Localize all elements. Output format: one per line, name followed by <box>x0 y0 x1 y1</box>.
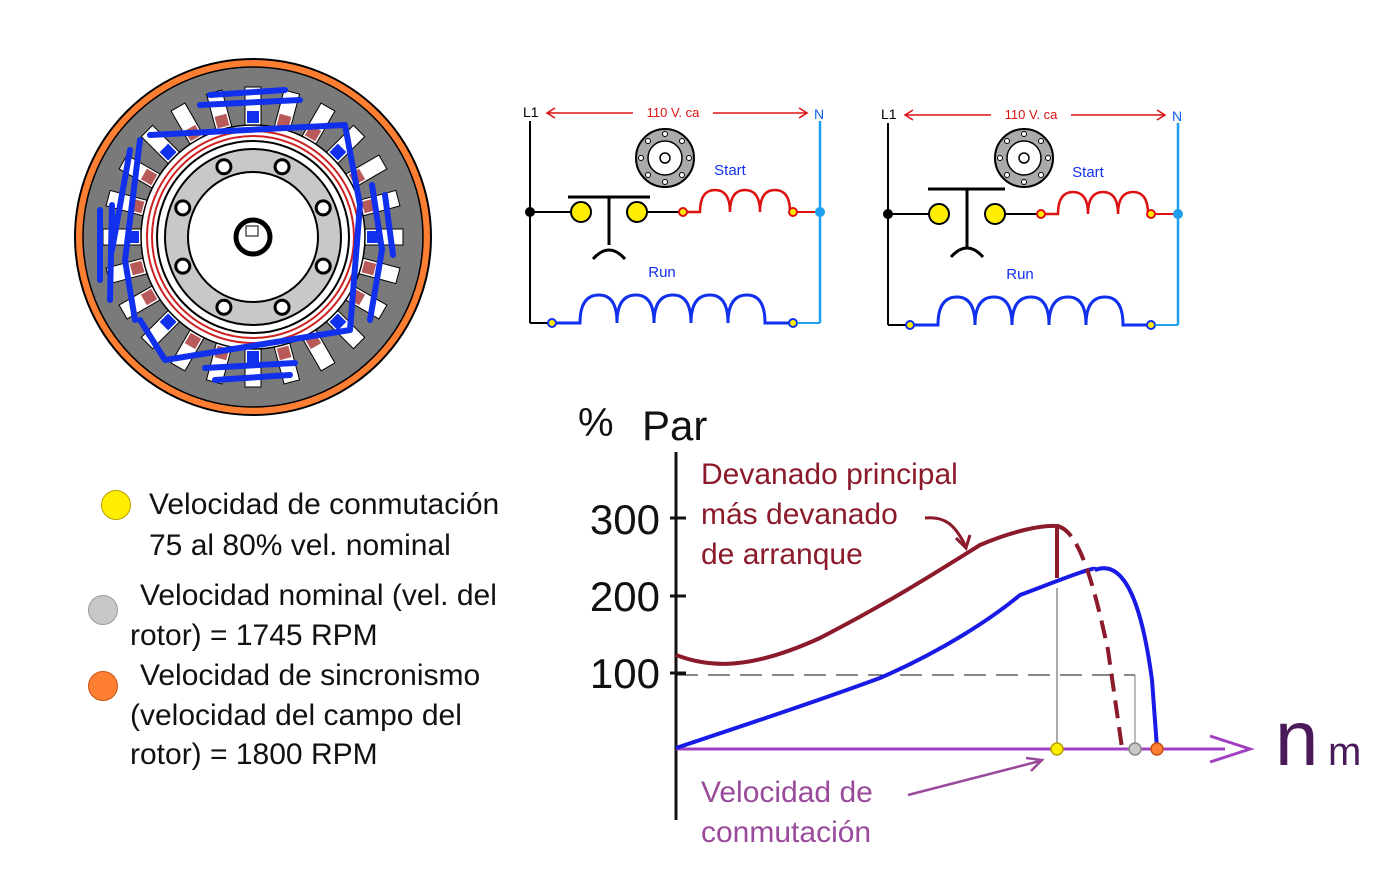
capacitor-start-circuit-1: L1 N 110 V. ca Start Run <box>523 103 825 328</box>
rotor-bolt <box>174 199 192 217</box>
rotor-bolt <box>215 298 233 316</box>
annotation-arrow-bottom <box>907 759 1041 797</box>
rotor-bolt <box>314 257 332 275</box>
legend-sync-line1: Velocidad de sincronismo <box>140 659 481 692</box>
rotor-bolt <box>215 158 233 176</box>
voltage-label: 110 V. ca <box>647 105 701 120</box>
start-label: Start <box>1072 164 1105 181</box>
annotation-main-plus-start-3: de arranque <box>701 538 863 571</box>
legend-nominal-line1: Velocidad nominal (vel. del <box>140 579 497 612</box>
stator-slot <box>118 285 161 320</box>
switching-speed-dot <box>101 490 131 520</box>
y-tick-label-200: 200 <box>590 573 660 620</box>
nominal-speed-dot <box>88 595 118 625</box>
nominal-speed-marker <box>1128 742 1142 756</box>
n-label: N <box>1172 108 1182 124</box>
annotation-switching-2: conmutación <box>701 816 871 849</box>
capacitor-start-circuit-2: L1 N 110 V. ca Start Run <box>881 105 1183 330</box>
annotation-main-plus-start-1: Devanado principal <box>701 458 958 491</box>
rotor-bolt <box>273 158 291 176</box>
legend-sync-line3: rotor) = 1800 RPM <box>130 738 378 771</box>
percent-label: % <box>578 401 614 445</box>
motor-cross-section <box>74 58 432 416</box>
y-axis-label: Par <box>642 402 707 449</box>
l1-label: L1 <box>881 106 897 122</box>
start-label: Start <box>714 162 747 179</box>
main-plus-start-curve <box>675 523 1059 666</box>
rotor-bolt <box>273 298 291 316</box>
annotation-arrowhead-top <box>954 534 972 551</box>
main-winding-curve <box>675 566 1159 750</box>
legend-switching-line2: 75 al 80% vel. nominal <box>149 529 451 562</box>
annotation-arrowhead-bottom <box>1025 756 1045 772</box>
x-axis-label-sub: m <box>1328 730 1361 774</box>
switching-speed-marker <box>1050 742 1064 756</box>
y-tick-label-100: 100 <box>590 650 660 697</box>
y-tick-label-300: 300 <box>590 496 660 543</box>
stator-slot <box>364 228 404 246</box>
annotation-main-plus-start-2: más devanado <box>701 498 898 531</box>
x-axis-arrow <box>1209 734 1255 764</box>
n-label: N <box>814 106 824 122</box>
rotor-bolt <box>314 199 332 217</box>
legend-nominal-line2: rotor) = 1745 RPM <box>130 619 378 652</box>
x-axis-label: n <box>1275 694 1318 782</box>
voltage-label: 110 V. ca <box>1005 107 1059 122</box>
run-label: Run <box>648 264 676 281</box>
legend-switching-line1: Velocidad de conmutación <box>149 488 500 521</box>
l1-label: L1 <box>523 104 539 120</box>
synchronous-speed-marker <box>1150 742 1164 756</box>
rotor-bolt <box>174 257 192 275</box>
legend-sync-line2: (velocidad del campo del <box>130 699 462 732</box>
stator-slot <box>244 86 262 126</box>
synchronous-speed-dot <box>88 671 118 701</box>
main-plus-start-curve-dashed <box>1056 524 1124 749</box>
annotation-arrow-top <box>924 516 967 546</box>
torque-speed-chart: % Par 300 200 100 n m Devanado principal… <box>578 401 1361 849</box>
run-label: Run <box>1006 266 1034 283</box>
annotation-switching-1: Velocidad de <box>701 776 873 809</box>
